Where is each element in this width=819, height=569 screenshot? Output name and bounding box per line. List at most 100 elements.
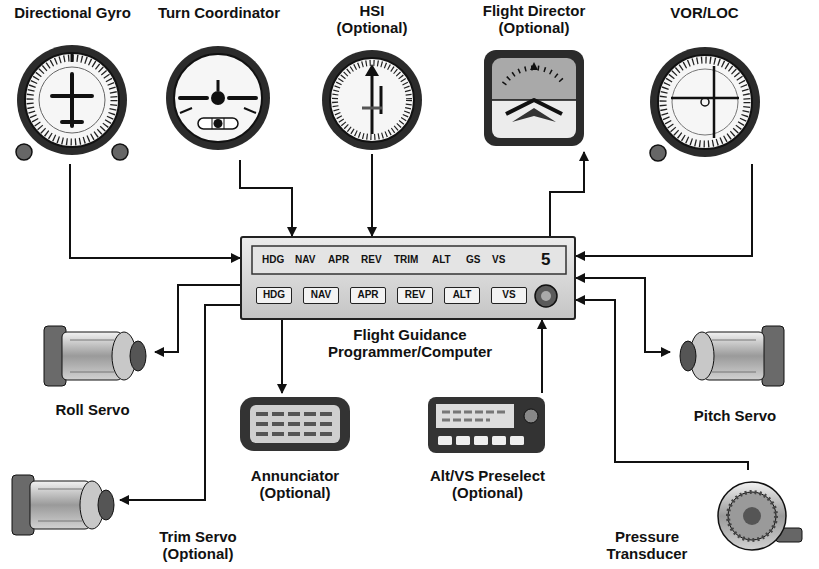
mode-button: REV xyxy=(397,287,433,304)
directional-gyro-art xyxy=(112,144,128,160)
display-annunciation: REV xyxy=(361,253,382,267)
alt-vs-preselect-art xyxy=(492,436,506,445)
component-label: Pitch Servo xyxy=(694,407,777,424)
alt-vs-preselect-art xyxy=(510,436,524,445)
trim-servo-art xyxy=(38,489,82,521)
signal-connector xyxy=(576,278,670,352)
signal-connector xyxy=(576,300,748,470)
alt-vs-preselect-art xyxy=(456,436,470,445)
pitch-servo-art xyxy=(680,326,784,386)
computer-panel-art xyxy=(240,236,576,320)
computer-panel-art xyxy=(252,246,566,274)
pitch-servo: Pitch Servo xyxy=(670,318,800,424)
vor-loc-art xyxy=(663,60,747,144)
vor-loc-art xyxy=(650,47,760,161)
alt-vs-preselect-art xyxy=(474,436,488,445)
annunciator: Annunciator (Optional) xyxy=(225,393,365,501)
signal-connector xyxy=(281,320,283,393)
pressure-transducer-art xyxy=(718,482,802,550)
hsi-art xyxy=(380,86,383,114)
annunciator-art xyxy=(240,397,350,451)
signal-connector xyxy=(550,152,584,236)
pressure-transducer-art xyxy=(728,492,776,540)
trim-servo: Trim Servo (Optional) xyxy=(8,468,120,562)
signal-connector xyxy=(371,154,373,236)
directional-gyro-art xyxy=(52,74,92,126)
signal-connector xyxy=(120,305,240,500)
roll-servo-art xyxy=(130,341,146,371)
flight-director-art xyxy=(504,68,564,84)
hsi-art xyxy=(322,50,422,150)
component-label: Trim Servo (Optional) xyxy=(142,528,254,562)
computer-panel-art xyxy=(240,236,576,320)
display-annunciation: NAV xyxy=(295,253,315,267)
turn-coordinator-art xyxy=(166,46,270,150)
signal-connector xyxy=(576,164,752,256)
pressure-transducer-art xyxy=(728,492,776,540)
turn-coordinator-art xyxy=(174,54,262,142)
display-annunciation: GS xyxy=(466,253,480,267)
turn-coordinator-art xyxy=(211,91,225,105)
hsi-art xyxy=(330,58,414,142)
hsi-art xyxy=(365,64,379,76)
vor-loc-art xyxy=(650,47,760,157)
annunciator-art xyxy=(256,414,334,434)
pressure-transducer-art xyxy=(718,482,786,550)
alt-vs-preselect-art xyxy=(428,397,545,453)
directional-gyro: Directional Gyro xyxy=(10,4,135,164)
component-label: VOR/LOC xyxy=(670,4,738,21)
turn-coordinator-art xyxy=(166,46,270,150)
component-label: Flight Guidance Programmer/Computer xyxy=(310,326,510,360)
display-annunciation: ALT xyxy=(432,253,451,267)
vor-loc-art xyxy=(701,98,709,106)
flight-director-art xyxy=(492,100,576,138)
flight-director-art xyxy=(492,58,576,138)
flight-guidance-computer: Flight Guidance Programmer/Computer xyxy=(240,236,576,320)
roll-servo-art xyxy=(70,340,114,372)
mode-button: NAV xyxy=(303,287,339,304)
directional-gyro-art xyxy=(16,144,32,160)
flight-director-art xyxy=(512,108,556,122)
pitch-servo-art xyxy=(712,340,756,372)
component-label: Turn Coordinator xyxy=(158,4,280,21)
alt-vs-preselect-art xyxy=(442,412,508,420)
annunciator-art xyxy=(250,405,340,443)
signal-connector xyxy=(70,164,240,258)
signal-connector xyxy=(155,285,240,352)
component-label: Alt/VS Preselect (Optional) xyxy=(420,467,555,501)
vor-loc-art xyxy=(713,66,716,138)
flight-director: Flight Director (Optional) xyxy=(470,2,598,152)
flight-director-art xyxy=(484,50,584,146)
vor-loc-art xyxy=(650,145,666,161)
turn-coordinator-art xyxy=(212,118,224,129)
signal-connector xyxy=(240,160,292,236)
display-annunciation: HDG xyxy=(262,253,284,267)
computer-panel-art xyxy=(535,285,557,307)
component-label: Pressure Transducer xyxy=(588,528,706,562)
hsi-art xyxy=(362,107,382,110)
computer-panel-art xyxy=(541,291,551,301)
display-digit: 5 xyxy=(541,250,550,270)
mode-button: VS xyxy=(491,287,527,304)
display-annunciation: APR xyxy=(328,253,349,267)
turn-coordinator-art xyxy=(180,108,256,113)
directional-gyro-art xyxy=(71,52,74,62)
alt-vs-preselect-art xyxy=(438,436,452,445)
vor-loc-indicator: VOR/LOC xyxy=(642,4,767,164)
hsi-art xyxy=(335,63,409,137)
component-label: Directional Gyro xyxy=(14,4,131,21)
flight-director-art xyxy=(484,50,584,146)
component-label: Roll Servo xyxy=(55,401,129,418)
pressure-transducer: Pressure Transducer xyxy=(712,470,807,562)
turn-coordinator-art xyxy=(217,80,220,91)
mode-button: APR xyxy=(350,287,386,304)
pitch-servo-art xyxy=(762,326,784,386)
roll-servo: Roll Servo xyxy=(30,318,155,418)
display-annunciation: VS xyxy=(492,253,505,267)
component-label: Flight Director (Optional) xyxy=(475,2,593,36)
signal-connector xyxy=(541,320,543,393)
hsi-art xyxy=(322,50,422,150)
